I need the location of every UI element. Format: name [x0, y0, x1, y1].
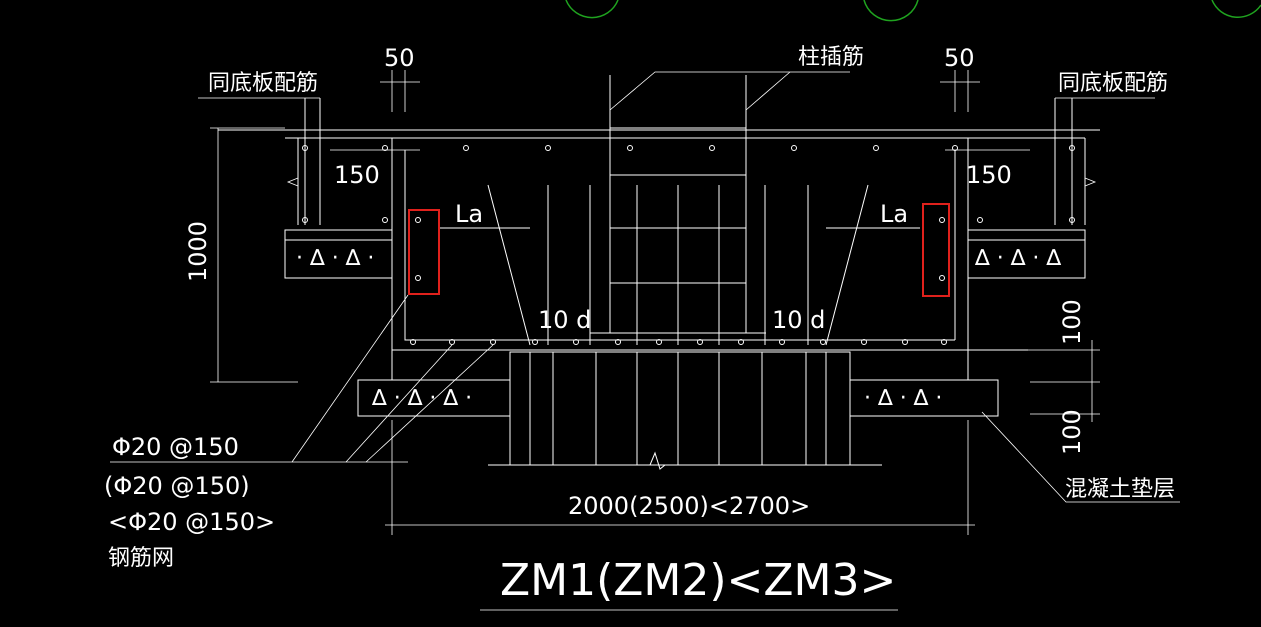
top-left-rebar-label: 同底板配筋	[208, 71, 318, 96]
dim-100-bottom-label: 100	[1058, 409, 1086, 455]
dim-100-top-label: 100	[1058, 299, 1086, 345]
mesh-spec-line2: (Φ20 @150)	[104, 472, 250, 500]
column-dowels	[487, 75, 869, 346]
column-dowel-label: 柱插筋	[798, 45, 864, 70]
highlight-box-right	[922, 203, 950, 297]
dim-150-right-label: 150	[966, 161, 1012, 189]
left-slab: · ∆ · ∆ ·	[284, 98, 393, 279]
green-circle-1	[565, 0, 619, 19]
bottom-rebar-dots	[410, 339, 947, 345]
ten-d-right-label: 10 d	[772, 306, 825, 334]
concrete-bedding-label: 混凝土垫层	[1065, 477, 1175, 502]
la-right-label: La	[880, 200, 908, 228]
right-slab: ∆ · ∆ · ∆	[967, 98, 1097, 279]
mesh-caption: 钢筋网	[108, 546, 174, 571]
pile-cap	[488, 351, 882, 470]
drawing-title: ZM1(ZM2)<ZM3>	[500, 555, 896, 606]
mesh-leaders	[110, 294, 494, 463]
mesh-spec-line3: <Φ20 @150>	[108, 508, 275, 536]
width-dimension-label: 2000(2500)<2700>	[568, 492, 810, 520]
dim-50-right-group	[940, 70, 980, 112]
dimension-1000: 1000	[184, 127, 298, 383]
dimension-100	[995, 340, 1100, 422]
dim-50-left-group	[380, 70, 420, 112]
svg-text:· ∆ · ∆ ·: · ∆ · ∆ ·	[864, 386, 942, 411]
top-rebar-dots	[382, 145, 958, 151]
dim-50-left-label: 50	[384, 44, 415, 72]
width-dimension	[385, 420, 975, 535]
la-left-label: La	[455, 200, 483, 228]
highlight-box-left	[408, 209, 440, 295]
ten-d-left-label: 10 d	[538, 306, 591, 334]
green-circle-2	[863, 0, 919, 22]
dim-150-left-label: 150	[334, 161, 380, 189]
svg-text:· ∆ · ∆ ·: · ∆ · ∆ ·	[296, 246, 374, 271]
svg-text:∆ · ∆ · ∆: ∆ · ∆ · ∆	[974, 246, 1061, 271]
concrete-bedding: ∆ · ∆ · ∆ · · ∆ · ∆ ·	[357, 379, 999, 417]
mesh-spec-line1: Φ20 @150	[112, 433, 239, 461]
dim-50-right-label: 50	[944, 44, 975, 72]
green-circle-3	[1211, 0, 1261, 18]
top-right-rebar-label: 同底板配筋	[1058, 71, 1168, 96]
svg-text:∆ · ∆ · ∆ ·: ∆ · ∆ · ∆ ·	[371, 386, 472, 411]
height-1000-label: 1000	[184, 221, 212, 282]
top-green-circles	[565, 0, 1261, 22]
